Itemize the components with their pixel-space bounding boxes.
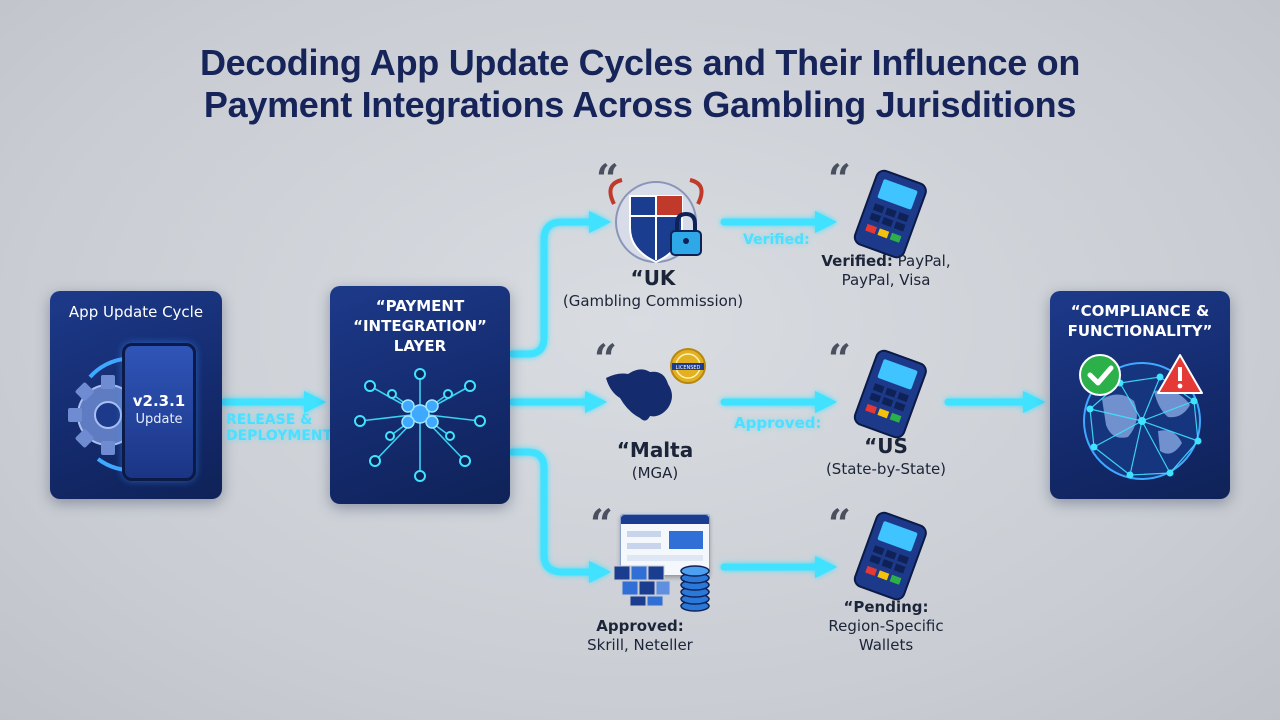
malta-sub: (MGA) [631,464,679,482]
quote-mark-terminal-3: “ [828,501,852,548]
layer-line-2: “INTEGRATION” [353,317,487,335]
quote-mark-approved: “ [590,501,614,548]
release-line-1: RELEASE & [226,412,313,428]
arrow-to-uk [508,210,612,358]
version-text: v2.3.1 [132,392,186,410]
verified-flow-label: Verified: [743,232,810,248]
pending-title: “Pending: [843,598,929,616]
us-label: “US (State-by-State) [816,434,956,478]
pending-line-2: Region-Specific [828,617,944,635]
approved-flow-label: Approved: [734,414,822,432]
layer-line-1: “PAYMENT [375,297,465,315]
verified-line-2: PayPal, Visa [841,271,931,289]
quote-mark-malta: “ [594,336,618,383]
phone-icon: v2.3.1 Update [122,343,196,481]
release-line-2: DEPLOYMENT [226,428,333,444]
compliance-functionality-box: “COMPLIANCE & FUNCTIONALITY” [1050,291,1230,499]
dashboard-icon [620,514,710,576]
release-deployment-label: RELEASE & DEPLOYMENT [226,412,332,444]
malta-name: “Malta [616,438,694,462]
update-text: Update [135,412,183,427]
compliance-line-1: “COMPLIANCE & [1070,302,1210,320]
check-icon [1079,354,1121,396]
neural-network-icon [354,368,486,482]
uk-name: “UK [630,266,676,290]
verified-bold: Verified: [821,252,893,270]
title-line-1: Decoding App Update Cycles and Their Inf… [199,42,1081,83]
verified-methods-label: Verified: PayPal, PayPal, Visa [806,252,966,289]
layer-title: “PAYMENT “INTEGRATION” LAYER [330,296,510,356]
quote-mark-uk: “ [596,156,620,203]
us-name: “US [864,434,908,458]
pending-line-3: Wallets [858,636,914,654]
arrow-to-approved [508,448,612,584]
approved-title: Approved: [596,617,684,635]
uk-label: “UK (Gambling Commission) [556,266,750,310]
approved-wallets-label: Approved: Skrill, Neteller [576,617,704,654]
us-sub: (State-by-State) [825,460,947,478]
payment-integration-layer-box: “PAYMENT “INTEGRATION” LAYER [330,286,510,504]
quote-mark-terminal-1: “ [828,156,852,203]
verified-line-1: Verified: PayPal, [806,252,966,270]
warning-icon [1157,354,1203,394]
compliance-title: “COMPLIANCE & FUNCTIONALITY” [1050,301,1230,341]
app-update-title: App Update Cycle [68,303,204,321]
uk-sub: (Gambling Commission) [562,292,744,310]
layer-line-3: LAYER [393,337,447,355]
page-title: Decoding App Update Cycles and Their Inf… [0,42,1280,126]
app-update-box: App Update Cycle v2.3.1 Update [50,291,222,499]
malta-label: “Malta (MGA) [596,438,714,482]
title-line-2: Payment Integrations Across Gambling Jur… [203,84,1077,125]
approved-list: Skrill, Neteller [587,636,693,654]
quote-mark-terminal-2: “ [828,336,852,383]
compliance-line-2: FUNCTIONALITY” [1067,322,1213,340]
verified-rest: PayPal, [892,252,951,270]
pending-label: “Pending: Region-Specific Wallets [806,598,966,655]
